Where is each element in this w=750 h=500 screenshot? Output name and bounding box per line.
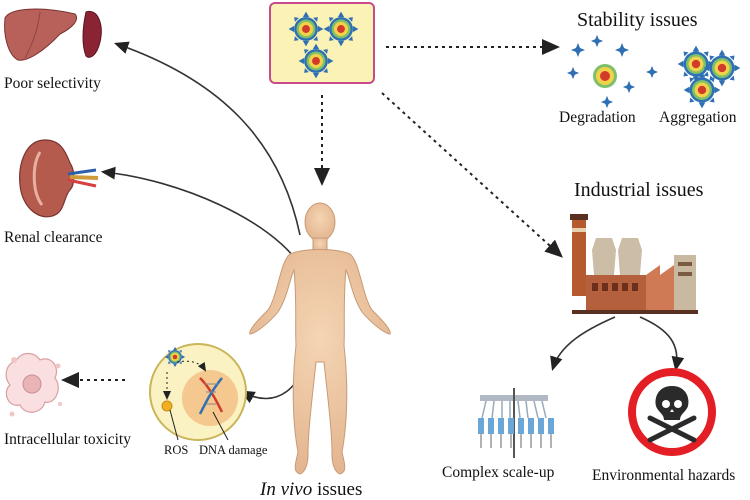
in-vivo-issues-label: In vivo issues bbox=[260, 480, 362, 499]
dotted-arrows bbox=[61, 39, 563, 388]
nanoparticle-box bbox=[269, 2, 375, 84]
ros-label: ROS bbox=[164, 443, 189, 457]
factory-icon bbox=[570, 214, 698, 314]
dna-cell-icon bbox=[149, 343, 247, 441]
skull-crossbones-icon bbox=[628, 368, 716, 456]
in-vivo-rest-text: issues bbox=[312, 479, 363, 500]
in-vivo-italic-text: In vivo bbox=[260, 479, 313, 500]
aggregation-label: Aggregation bbox=[659, 109, 737, 126]
industrial-issues-heading: Industrial issues bbox=[574, 179, 704, 201]
aggregation-icon bbox=[677, 45, 741, 109]
robot-pipette-icon bbox=[478, 388, 554, 458]
liver-icon bbox=[4, 8, 77, 61]
cell-icon bbox=[5, 352, 62, 417]
environmental-hazards-label: Environmental hazards bbox=[592, 467, 736, 484]
human-body-icon bbox=[249, 202, 391, 475]
intracellular-toxicity-label: Intracellular toxicity bbox=[4, 431, 131, 448]
stability-issues-heading: Stability issues bbox=[577, 9, 698, 31]
complex-scaleup-label: Complex scale-up bbox=[442, 464, 555, 481]
spleen-icon bbox=[82, 10, 102, 58]
degradation-label: Degradation bbox=[559, 109, 636, 126]
dna-damage-label: DNA damage bbox=[199, 443, 268, 457]
degradation-icon bbox=[566, 34, 659, 109]
renal-clearance-label: Renal clearance bbox=[4, 229, 103, 246]
poor-selectivity-label: Poor selectivity bbox=[4, 75, 101, 92]
kidney-icon bbox=[19, 139, 99, 218]
